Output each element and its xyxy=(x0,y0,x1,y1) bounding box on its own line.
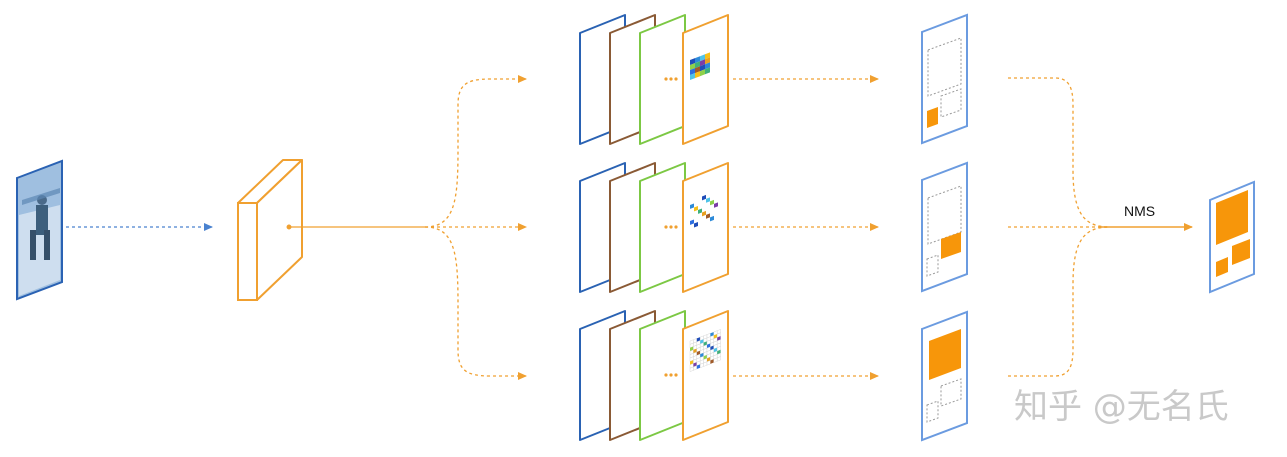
grid-cell xyxy=(690,215,694,221)
grid-cell xyxy=(714,202,718,208)
feature-stack-middle xyxy=(579,162,729,293)
ellipsis-dot xyxy=(669,225,673,229)
grid-cell xyxy=(706,217,710,223)
grid-cell xyxy=(690,203,694,209)
grid-cell xyxy=(706,205,710,211)
grid-cell xyxy=(698,200,702,206)
grid-cell xyxy=(698,196,702,202)
grid-cell xyxy=(698,220,702,226)
grid-cell xyxy=(698,216,702,222)
grid-cell xyxy=(695,66,700,74)
grid-cell xyxy=(706,201,710,207)
ellipsis-dot xyxy=(664,373,668,377)
grid-cell xyxy=(710,207,714,214)
grid-cell xyxy=(695,71,700,79)
grid-cell xyxy=(710,203,714,210)
grid-cell xyxy=(698,204,702,210)
grid-cell xyxy=(700,64,705,72)
grid-cell xyxy=(694,217,698,224)
grid-cell xyxy=(690,207,694,213)
grid-cell xyxy=(694,197,698,204)
grid-cell xyxy=(710,191,714,198)
watermark-text: 知乎 @无名氏 xyxy=(1014,387,1229,427)
grid-cell xyxy=(702,214,706,221)
grid-cell xyxy=(717,356,721,362)
ellipsis-dot xyxy=(669,77,673,81)
feature-map-sheet-4 xyxy=(682,162,729,293)
grid-cell xyxy=(690,223,694,229)
grid-cell xyxy=(702,218,706,225)
branch-connectors xyxy=(286,75,527,380)
grid-cell xyxy=(700,54,705,62)
grid-cell xyxy=(700,69,705,77)
grid-cell xyxy=(700,59,705,67)
grid-cell xyxy=(705,67,710,75)
backbone-block xyxy=(237,159,303,301)
grid-cell xyxy=(690,73,695,80)
ellipsis-dot xyxy=(674,225,678,229)
nms-label: NMS xyxy=(1124,203,1155,219)
stack-to-prediction-arrows xyxy=(733,75,879,380)
feature-map-sheet-3 xyxy=(639,310,686,441)
grid-cell xyxy=(696,364,701,370)
feature-map-sheet-4 xyxy=(682,310,729,441)
grid-cell xyxy=(705,57,710,65)
feature-stack-bottom xyxy=(579,310,729,441)
grid-cell xyxy=(694,201,698,208)
grid-cell xyxy=(694,213,698,220)
grid-cell xyxy=(705,52,710,60)
feature-stack-top xyxy=(579,14,729,145)
grid-cell xyxy=(714,190,718,196)
feature-map-sheet-3 xyxy=(639,162,686,293)
grid-cell xyxy=(702,202,706,209)
grid-cell xyxy=(698,208,702,214)
prediction-card-bottom xyxy=(921,310,968,442)
prediction-card-top xyxy=(921,13,968,145)
grid-cell xyxy=(695,56,700,64)
grid-cell xyxy=(714,210,718,216)
grid-cell xyxy=(714,214,718,220)
ellipsis-dot xyxy=(674,77,678,81)
grid-cell xyxy=(710,211,714,218)
grid-cell xyxy=(702,194,706,201)
ellipsis-dot xyxy=(664,225,668,229)
grid-cell xyxy=(690,63,695,70)
grid-cell xyxy=(690,211,694,217)
grid-cell xyxy=(690,219,694,225)
feature-map-sheet-3 xyxy=(639,14,686,145)
grid-cell xyxy=(706,197,710,203)
grid-cell xyxy=(706,213,710,219)
grid-cell xyxy=(702,210,706,217)
grid-cell xyxy=(710,359,714,364)
grid-cell xyxy=(690,58,695,65)
grid-cell xyxy=(714,198,718,204)
grid-cell xyxy=(690,68,695,75)
grid-cell xyxy=(714,194,718,200)
grid-cell xyxy=(706,193,710,199)
grid-cell xyxy=(694,221,698,228)
grid-cell xyxy=(705,62,710,70)
grid-cell xyxy=(695,61,700,69)
grid-cell xyxy=(706,209,710,215)
grid-cell xyxy=(714,206,718,212)
grid-cell xyxy=(698,212,702,218)
ellipsis-dot xyxy=(674,373,678,377)
grid-cell xyxy=(710,215,714,222)
grid-cell xyxy=(702,198,706,205)
ellipsis-dot xyxy=(669,373,673,377)
grid-cell xyxy=(702,206,706,213)
input-image xyxy=(16,159,63,301)
grid-cell xyxy=(710,195,714,202)
feature-map-sheet-4 xyxy=(682,14,729,145)
ellipsis-dot xyxy=(664,77,668,81)
merge-connectors xyxy=(1008,77,1111,377)
grid-cell xyxy=(710,199,714,206)
grid-cell xyxy=(690,199,694,205)
prediction-card-middle xyxy=(921,161,968,293)
grid-cell xyxy=(694,209,698,216)
final-output-card xyxy=(1209,180,1255,294)
grid-cell xyxy=(694,205,698,212)
